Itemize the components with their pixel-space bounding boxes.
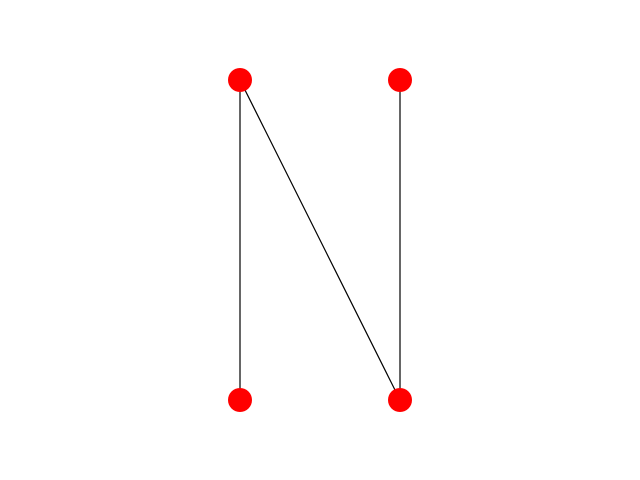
nodes-layer xyxy=(228,68,412,412)
edge-top-left-bottom-right xyxy=(239,79,401,401)
edges-layer xyxy=(239,79,401,401)
node-top-left xyxy=(228,68,252,92)
node-bottom-right xyxy=(388,388,412,412)
node-top-right xyxy=(388,68,412,92)
node-bottom-left xyxy=(228,388,252,412)
